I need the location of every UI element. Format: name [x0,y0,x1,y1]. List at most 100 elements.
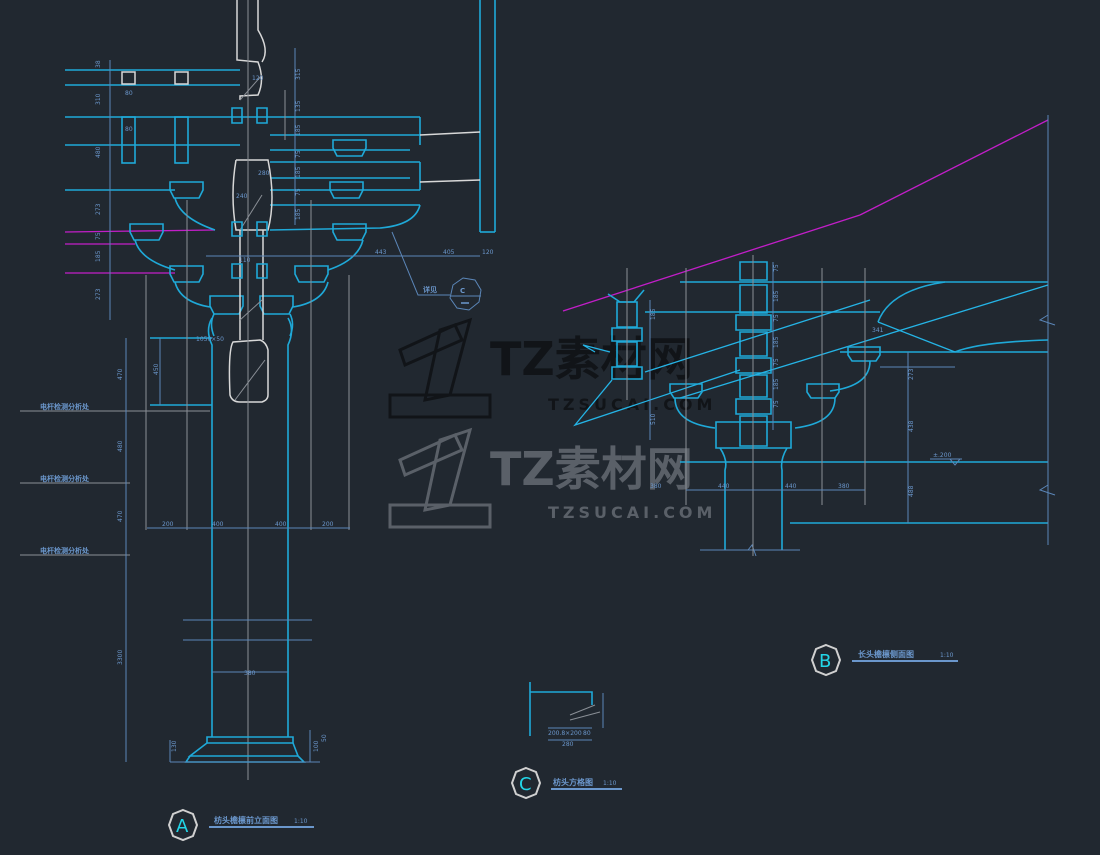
svg-text:280: 280 [258,170,270,177]
dim-labels-shaft: 470 480 470 3300 450 1050×50 380 130 100… [117,336,328,752]
left-notes: 电杆检测分析处 电杆检测分析处 电杆检测分析处 [40,402,90,555]
svg-text:110: 110 [239,257,251,264]
svg-text:185: 185 [95,250,102,262]
roof-line [562,214,861,312]
eave-curve [954,339,1049,353]
svg-text:443: 443 [375,249,387,256]
svg-text:75: 75 [773,314,780,322]
view-title: 枋头檐檩前立面图 [214,815,278,825]
svg-text:480: 480 [117,440,124,452]
svg-text:135: 135 [295,100,302,112]
dim-labels-b: 75 185 75 185 75 185 75 185 510 341 273 … [650,264,915,497]
svg-text:200: 200 [162,521,174,528]
watermark-brand: TZ素材网 [490,442,693,496]
roof-line [859,119,1049,216]
dim-labels-left: 38 310 480 273 75 185 273 [95,60,102,300]
svg-text:438: 438 [908,420,915,432]
svg-text:75: 75 [773,264,780,272]
view-tag-letter: C [519,774,532,795]
block-square [121,71,136,85]
eave-line [877,321,956,353]
view-tag-letter: B [819,651,831,672]
watermark: TZ素材网 TZSUCAI.COM TZ素材网 TZSUCAI.COM [388,317,716,529]
watermark-url-dark: TZSUCAI.COM [548,395,716,414]
view-scale: 1:10 [940,652,954,659]
eave-curve [877,281,946,323]
svg-text:75: 75 [773,400,780,408]
watermark-logo-dark [388,317,492,419]
post-stub [174,116,189,164]
title-tag-c: C 枋头方格图 1:10 [510,766,622,800]
svg-text:450: 450 [153,363,160,375]
svg-text:100: 100 [313,740,320,752]
svg-text:1050×50: 1050×50 [196,336,224,343]
svg-text:440: 440 [718,483,730,490]
svg-text:185: 185 [773,378,780,390]
roof-line [64,229,216,233]
dim-labels-bottom: 200 400 400 200 [162,521,334,528]
svg-text:75: 75 [773,358,780,366]
svg-text:405: 405 [443,249,455,256]
watermark-url: TZSUCAI.COM [548,503,716,522]
callout-text: 详见 [423,285,437,294]
view-b-section: 75 185 75 185 75 185 75 185 510 341 273 … [562,115,1056,557]
view-a-elevation: 38 310 480 273 75 185 273 315 135 185 75… [20,0,496,780]
svg-text:185: 185 [295,124,302,136]
svg-text:488: 488 [908,485,915,497]
dim-labels-right: 315 135 185 75 185 75 185 [295,68,302,220]
svg-text:75: 75 [295,150,302,158]
svg-text:120: 120 [482,249,494,256]
svg-text:75: 75 [295,188,302,196]
svg-text:80: 80 [125,126,133,133]
svg-text:185: 185 [295,166,302,178]
stacked-column [700,255,800,557]
svg-text:38: 38 [95,60,102,68]
svg-text:470: 470 [117,510,124,522]
view-scale: 1:10 [294,818,308,825]
detail-callout: 详见 C [391,231,482,311]
block-square [174,71,189,85]
svg-text:80: 80 [125,90,133,97]
beam-lines [65,0,496,233]
svg-text:510: 510 [650,413,657,425]
svg-text:185: 185 [773,290,780,302]
svg-text:50: 50 [321,734,328,742]
svg-text:400: 400 [212,521,224,528]
svg-text:273: 273 [95,288,102,300]
view-c-detail: 200.8×200 80 280 [529,682,604,748]
svg-text:480: 480 [95,146,102,158]
main-shaft [150,317,320,763]
svg-text:200.8×200: 200.8×200 [548,730,582,737]
bracket-set [129,139,367,337]
title-tag-a: A 枋头檐檩前立面图 1:10 [167,808,314,842]
elevation-marker: ±.200 [930,452,962,466]
guide-lines [20,90,350,556]
note-text: 电杆检测分析处 [40,546,90,555]
svg-text:380: 380 [838,483,850,490]
svg-text:±.200: ±.200 [933,452,952,459]
note-text: 电杆检测分析处 [40,474,90,483]
note-text: 电杆检测分析处 [40,402,90,411]
title-tag-b: B 长头檐檩侧面图 1:10 [810,643,958,677]
svg-text:75: 75 [95,232,102,240]
svg-text:130: 130 [171,740,178,752]
watermark-logo-light [388,427,492,529]
svg-text:80: 80 [583,730,591,737]
dim-labels-sub: 80 80 120 110 280 240 [125,75,270,264]
svg-text:380: 380 [244,670,256,677]
view-scale: 1:10 [603,780,617,787]
post-stub [121,116,136,164]
svg-text:200: 200 [322,521,334,528]
dimension-chains [109,48,480,762]
view-title: 枋头方格图 [553,777,593,787]
svg-text:185: 185 [650,308,657,320]
svg-text:120: 120 [252,75,264,82]
svg-text:470: 470 [117,368,124,380]
view-title: 长头檐檩侧面图 [858,649,914,659]
svg-text:380: 380 [650,483,662,490]
callout-tag: C [460,287,465,295]
svg-text:310: 310 [95,93,102,105]
svg-text:400: 400 [275,521,287,528]
view-tag-letter: A [176,816,189,837]
dim-labels-brackets: 443 405 120 [375,249,494,256]
